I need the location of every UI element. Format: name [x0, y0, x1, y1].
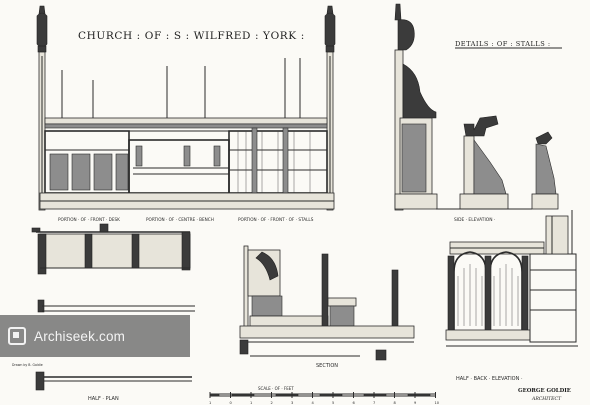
- side-elevation: SIDE · ELEVATION ·: [394, 3, 559, 223]
- label-front-desk: PORTION · OF · FRONT · DESK: [58, 217, 120, 222]
- half-plan: Drawn by B. Goldie HALF · PLAN: [12, 223, 195, 402]
- label-half-plan: HALF · PLAN: [88, 396, 119, 402]
- label-half-back-elevation: HALF · BACK · ELEVATION ·: [456, 376, 523, 382]
- scale-tick-label: 2: [271, 401, 273, 405]
- scale-tick-label: 4: [312, 401, 315, 405]
- label-centre-bench: PORTION · OF · CENTRE · BENCH: [146, 217, 214, 222]
- scale-tick-label: 10: [435, 401, 440, 405]
- front-elevation: PORTION · OF · FRONT · DESK PORTION · OF…: [36, 5, 336, 222]
- architect-name: GEORGE GOLDIE: [518, 388, 571, 394]
- watermark-text: Archiseek.com: [34, 328, 126, 344]
- watermark-banner: Archiseek.com: [0, 315, 190, 357]
- scale-tick-label: 3: [291, 401, 293, 405]
- scale-tick-label: 1: [250, 401, 252, 405]
- label-scale: SCALE · OF · FEET: [258, 386, 294, 391]
- scale-tick-label: 6: [353, 401, 356, 405]
- archiseek-logo-icon: [8, 327, 26, 345]
- scale-tick-label: 0: [230, 401, 233, 405]
- architect-title: ARCHITECT: [531, 396, 562, 402]
- scale-tick-label: 1: [209, 401, 211, 405]
- label-side-elevation: SIDE · ELEVATION ·: [454, 217, 495, 223]
- right-post: [324, 5, 336, 211]
- label-front-stalls: PORTION · OF · FRONT · OF · STALLS: [238, 217, 314, 222]
- scale-tick-label: 9: [414, 401, 417, 405]
- details-title: DETAILS : OF : STALLS :: [455, 40, 551, 48]
- left-post: [36, 5, 48, 211]
- small-credit: Drawn by B. Goldie: [12, 363, 43, 367]
- scale-tick-label: 5: [332, 401, 334, 405]
- half-back-elevation: HALF · BACK · ELEVATION ·: [445, 210, 578, 382]
- section-drawing: SECTION: [239, 245, 415, 369]
- sheet-title: CHURCH : OF : S : WILFRED : YORK :: [78, 30, 305, 42]
- scale-tick-label: 8: [394, 401, 397, 405]
- label-section: SECTION: [316, 363, 338, 369]
- scale-tick-label: 7: [373, 401, 375, 405]
